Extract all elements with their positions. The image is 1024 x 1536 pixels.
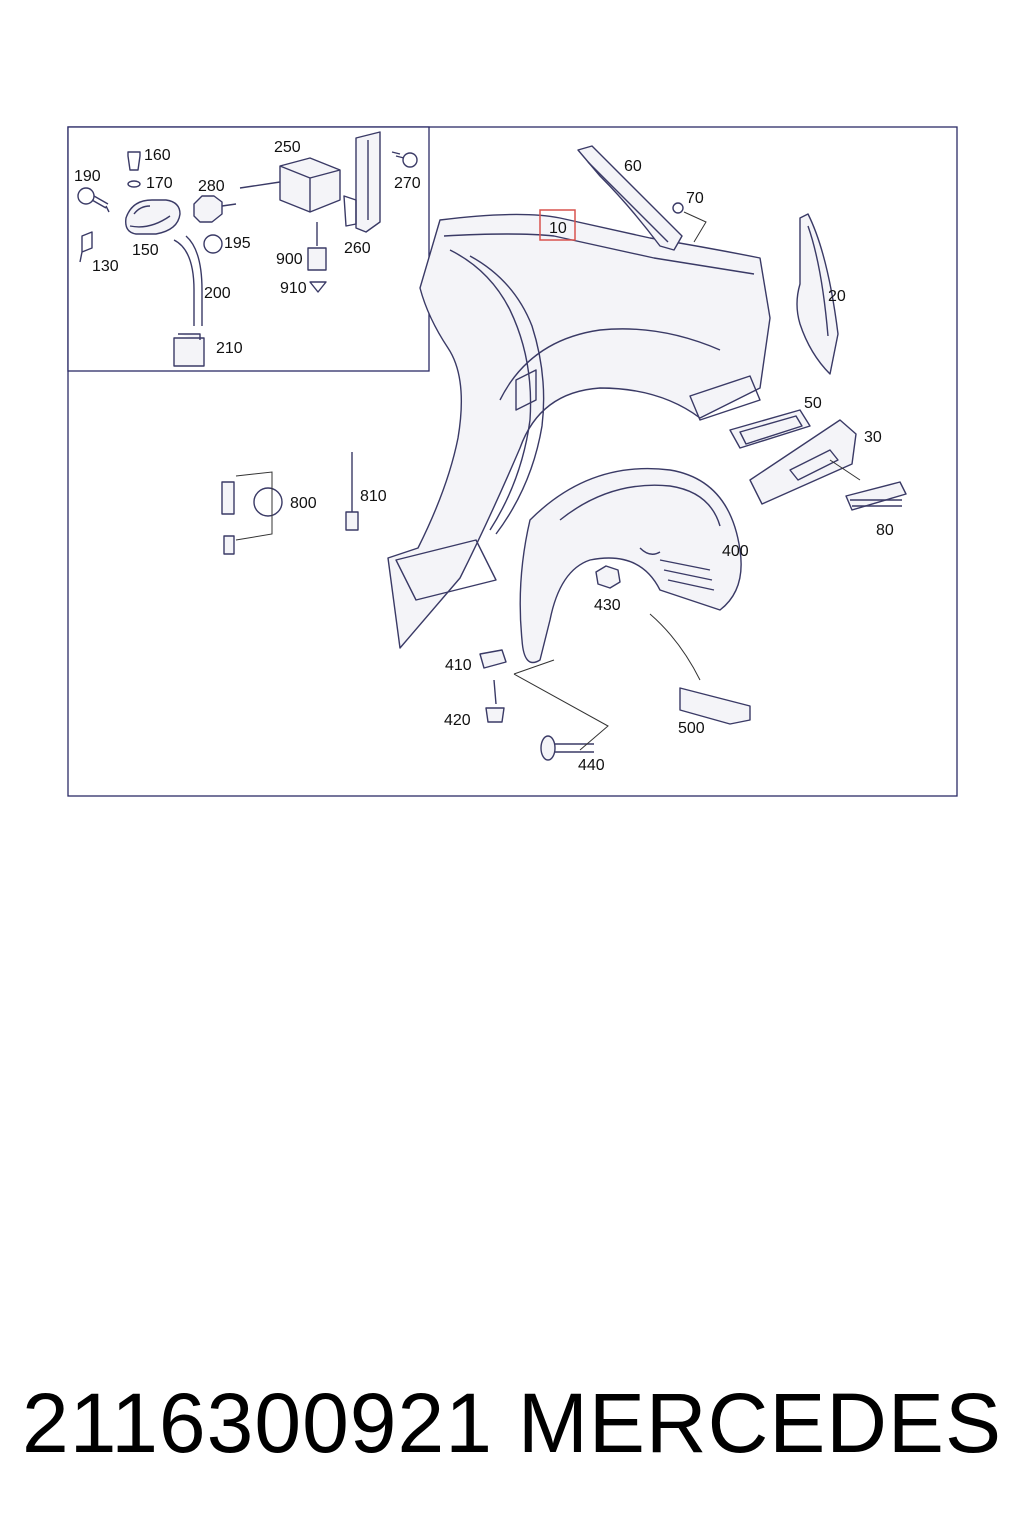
label-280: 280 (198, 178, 225, 195)
part-number: 2116300921 (22, 1375, 493, 1470)
leader-410-liner (513, 659, 555, 675)
fasteners-800-810 (221, 452, 359, 555)
side-panel-part-10 (387, 213, 771, 649)
label-440: 440 (578, 757, 605, 774)
label-430: 430 (594, 597, 621, 614)
pillar-part-20 (796, 213, 839, 375)
label-150: 150 (132, 242, 159, 259)
brand-name: MERCEDES (517, 1375, 1002, 1470)
label-260: 260 (344, 240, 371, 257)
label-210: 210 (216, 340, 243, 357)
label-50: 50 (804, 395, 822, 412)
label-410: 410 (445, 657, 472, 674)
label-400: 400 (722, 543, 749, 560)
reinforcement-part-60 (577, 145, 707, 251)
clip-410 (479, 649, 507, 669)
label-60: 60 (624, 158, 642, 175)
label-190: 190 (74, 168, 101, 185)
vent-parts (729, 409, 907, 511)
label-420: 420 (444, 712, 471, 729)
label-10: 10 (549, 220, 567, 237)
inset-parts (77, 131, 418, 367)
label-70: 70 (686, 190, 704, 207)
label-200: 200 (204, 285, 231, 302)
caption: 2116300921 MERCEDES (0, 1368, 1024, 1478)
label-800: 800 (290, 495, 317, 512)
label-80: 80 (876, 522, 894, 539)
label-160: 160 (144, 147, 171, 164)
highlight-box-10 (539, 209, 576, 241)
label-130: 130 (92, 258, 119, 275)
wedge-500 (679, 687, 751, 725)
label-195: 195 (224, 235, 251, 252)
label-810: 810 (360, 488, 387, 505)
arrow-500 (649, 613, 701, 681)
label-500: 500 (678, 720, 705, 737)
nut-430 (595, 565, 621, 589)
label-30: 30 (864, 429, 882, 446)
screw-420 (485, 679, 505, 723)
leader-410-440 (513, 673, 609, 751)
label-270: 270 (394, 175, 421, 192)
label-250: 250 (274, 139, 301, 156)
wheel-liner-part-400 (519, 467, 742, 664)
label-900: 900 (276, 251, 303, 268)
label-20: 20 (828, 288, 846, 305)
label-170: 170 (146, 175, 173, 192)
label-910: 910 (280, 280, 307, 297)
